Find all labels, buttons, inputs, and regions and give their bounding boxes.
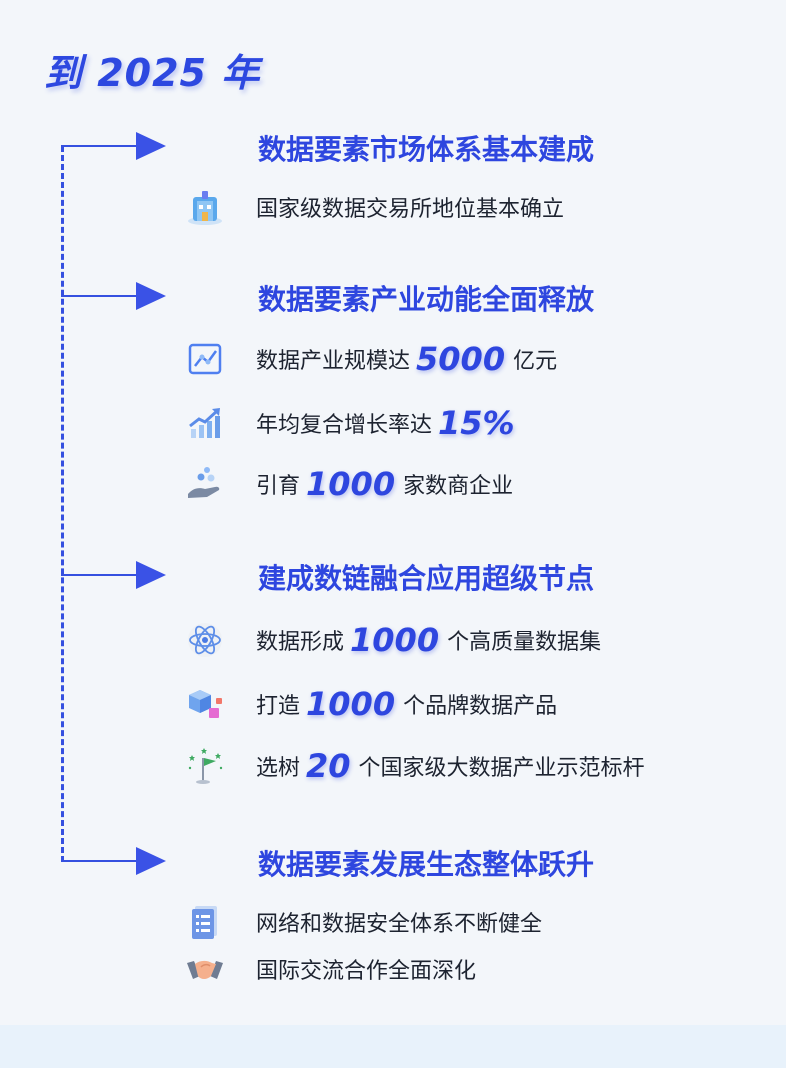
atom-icon bbox=[184, 620, 226, 660]
growth-arrow-icon bbox=[184, 403, 226, 443]
list-item: 数据形成 1000 个高质量数据集 bbox=[184, 620, 601, 660]
list-item: 国家级数据交易所地位基本确立 bbox=[184, 187, 564, 227]
timeline-branch bbox=[61, 574, 139, 576]
item-number: 15% bbox=[438, 404, 515, 442]
list-item: 引育 1000 家数商企业 bbox=[184, 464, 513, 504]
item-number: 1000 bbox=[350, 621, 440, 659]
item-text: 个品牌数据产品 bbox=[403, 694, 558, 719]
item-text: 网络和数据安全体系不断健全 bbox=[256, 912, 543, 937]
hand-coins-icon bbox=[184, 464, 226, 504]
list-item: 数据产业规模达 5000 亿元 bbox=[184, 339, 557, 379]
item-text: 个高质量数据集 bbox=[447, 630, 602, 655]
item-text: 家数商企业 bbox=[403, 474, 514, 499]
item-text: 数据产业规模达 bbox=[256, 349, 411, 374]
item-number: 1000 bbox=[306, 685, 396, 723]
arrow-icon bbox=[136, 132, 166, 160]
section-heading: 数据要素发展生态整体跃升 bbox=[258, 848, 595, 881]
section-heading: 数据要素市场体系基本建成 bbox=[258, 133, 595, 166]
list-item: 选树 20 个国家级大数据产业示范标杆 bbox=[184, 746, 645, 786]
list-item: 网络和数据安全体系不断健全 bbox=[184, 902, 542, 942]
arrow-icon bbox=[136, 282, 166, 310]
item-text: 引育 bbox=[256, 474, 301, 499]
document-list-icon bbox=[184, 902, 226, 942]
section-heading: 建成数链融合应用超级节点 bbox=[258, 562, 595, 595]
item-text: 数据形成 bbox=[256, 630, 345, 655]
cubes-icon bbox=[184, 684, 226, 724]
list-item: 年均复合增长率达 15% bbox=[184, 403, 523, 443]
handshake-icon bbox=[184, 949, 226, 989]
item-text: 年均复合增长率达 bbox=[256, 413, 433, 438]
flag-stars-icon bbox=[184, 746, 226, 786]
item-text: 选树 bbox=[256, 756, 301, 781]
item-number: 1000 bbox=[306, 465, 396, 503]
item-text: 打造 bbox=[256, 694, 301, 719]
timeline-branch bbox=[61, 860, 139, 862]
bottom-band bbox=[0, 1025, 786, 1068]
page-title: 到 2025 年 bbox=[44, 51, 261, 95]
line-chart-icon bbox=[184, 339, 226, 379]
list-item: 国际交流合作全面深化 bbox=[184, 949, 476, 989]
item-text: 亿元 bbox=[513, 349, 558, 374]
list-item: 打造 1000 个品牌数据产品 bbox=[184, 684, 557, 724]
timeline-line bbox=[61, 146, 64, 862]
timeline-branch bbox=[61, 295, 139, 297]
item-number: 20 bbox=[306, 747, 351, 785]
item-text: 国家级数据交易所地位基本确立 bbox=[256, 197, 565, 222]
section-heading: 数据要素产业动能全面释放 bbox=[258, 283, 595, 316]
arrow-icon bbox=[136, 561, 166, 589]
building-icon bbox=[184, 187, 226, 227]
item-text: 国际交流合作全面深化 bbox=[256, 959, 477, 984]
arrow-icon bbox=[136, 847, 166, 875]
item-text: 个国家级大数据产业示范标杆 bbox=[358, 756, 645, 781]
item-number: 5000 bbox=[416, 340, 506, 378]
timeline-branch bbox=[61, 145, 139, 147]
